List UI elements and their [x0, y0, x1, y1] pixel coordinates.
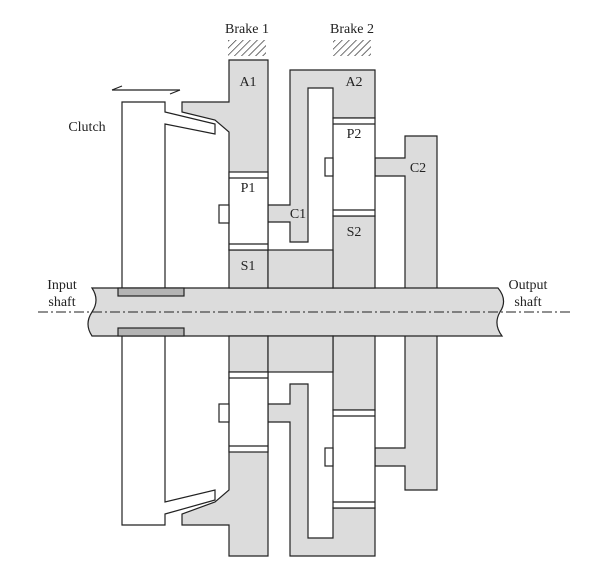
- planet-p2-upper: [332, 117, 376, 217]
- label-s1: S1: [241, 259, 256, 274]
- label-s2: S2: [347, 225, 362, 240]
- label-output-line2: shaft: [514, 295, 541, 310]
- planet-p1-lower-pin: [218, 403, 230, 423]
- label-c1: C1: [290, 207, 306, 222]
- label-brake2: Brake 2: [330, 22, 374, 37]
- label-p1: P1: [241, 181, 256, 196]
- clutch-arrow-icon: [111, 85, 181, 95]
- label-c2: C2: [410, 161, 426, 176]
- intermediate-shaft-upper: [267, 249, 334, 289]
- planet-p2-lower-pin: [324, 447, 334, 467]
- clutch-plate-lower: [121, 335, 216, 526]
- planet-p2-lower: [332, 409, 376, 509]
- label-input-line1: Input: [47, 278, 77, 293]
- label-input-line2: shaft: [48, 295, 75, 310]
- clutch-plate-upper: [121, 101, 216, 289]
- planet-p1-lower: [228, 371, 269, 453]
- intermediate-shaft-lower: [267, 335, 334, 373]
- label-brake1: Brake 1: [225, 22, 269, 37]
- clutch-pad-lower: [117, 327, 185, 337]
- clutch-pad-upper: [117, 287, 185, 297]
- label-p2: P2: [347, 127, 362, 142]
- planet-p2-upper-pin: [324, 157, 334, 177]
- carrier-c1-ring-a2-upper: [267, 69, 376, 243]
- label-output-line1: Output: [509, 278, 548, 293]
- sun-gear-s1-lower: [228, 335, 269, 373]
- planet-p1-upper-pin: [218, 204, 230, 224]
- label-clutch: Clutch: [68, 120, 105, 135]
- brake2-ground: [333, 40, 371, 56]
- brake1-ground: [228, 40, 266, 56]
- label-a1: A1: [239, 75, 256, 90]
- sun-gear-s2-lower: [332, 335, 376, 411]
- label-a2: A2: [345, 75, 362, 90]
